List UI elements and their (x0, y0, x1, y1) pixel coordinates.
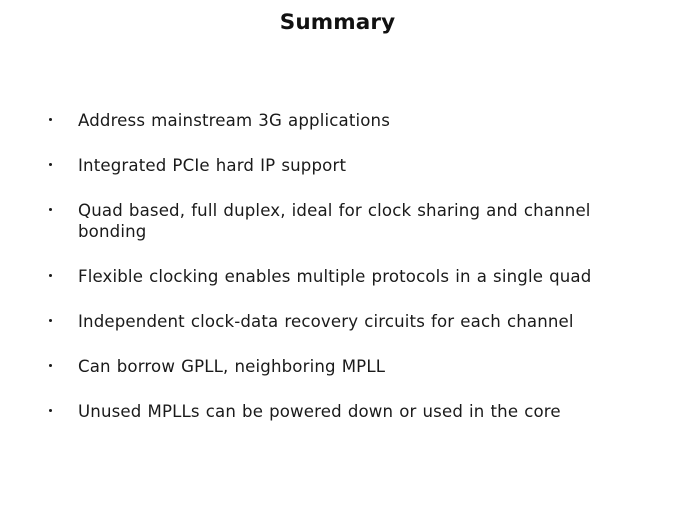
list-item: Flexible clocking enables multiple proto… (44, 266, 644, 287)
bullet-dot-icon (49, 163, 53, 167)
list-item: Integrated PCIe hard IP support (44, 155, 644, 176)
bullet-list: Address mainstream 3G applications Integ… (44, 110, 644, 422)
list-item-label: Flexible clocking enables multiple proto… (78, 267, 592, 286)
list-item: Address mainstream 3G applications (44, 110, 644, 131)
list-item: Quad based, full duplex, ideal for clock… (44, 200, 618, 242)
bullet-dot-icon (49, 118, 53, 122)
list-item-label: Quad based, full duplex, ideal for clock… (78, 201, 591, 241)
bullet-dot-icon (49, 409, 53, 413)
bullet-dot-icon (49, 208, 53, 212)
list-item-label: Address mainstream 3G applications (78, 111, 391, 130)
bullet-dot-icon (49, 319, 53, 323)
list-item-label: Unused MPLLs can be powered down or used… (78, 402, 561, 421)
bullet-dot-icon (49, 274, 53, 278)
list-item-label: Can borrow GPLL, neighboring MPLL (78, 357, 386, 376)
list-item-label: Independent clock-data recovery circuits… (78, 312, 574, 331)
list-item: Independent clock-data recovery circuits… (44, 311, 644, 332)
bullet-dot-icon (49, 364, 53, 368)
list-item: Unused MPLLs can be powered down or used… (44, 401, 644, 422)
page-title: Summary (279, 10, 396, 35)
list-item: Can borrow GPLL, neighboring MPLL (44, 356, 644, 377)
list-item-label: Integrated PCIe hard IP support (78, 156, 347, 175)
